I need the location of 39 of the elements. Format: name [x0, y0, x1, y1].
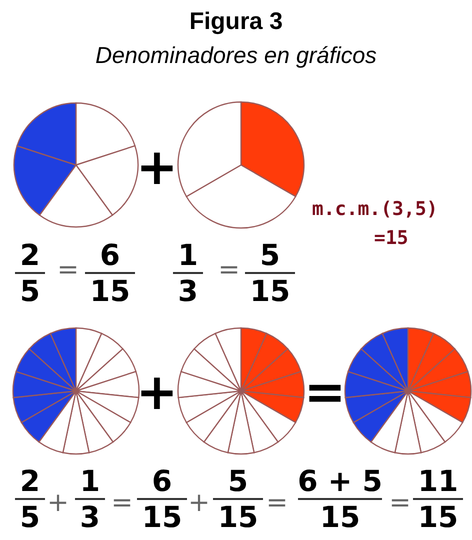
- denominator: 3: [80, 502, 100, 532]
- denominator: 15: [250, 276, 290, 306]
- numerator: 6: [152, 466, 172, 496]
- operator-sign: +: [136, 142, 178, 192]
- pie-drawing: [343, 326, 472, 456]
- operator-sign: =: [266, 490, 288, 516]
- denominator: 5: [20, 276, 40, 306]
- numerator: 1: [178, 240, 198, 270]
- numerator: 2: [20, 466, 40, 496]
- denominator: 15: [418, 502, 458, 532]
- denominator: 15: [142, 502, 182, 532]
- numerator: 5: [228, 466, 248, 496]
- denominator: 5: [20, 502, 40, 532]
- numerator: 6 + 5: [298, 466, 382, 496]
- operator-sign: +: [47, 490, 69, 516]
- figure-title: Figura 3: [189, 7, 283, 37]
- denominator: 15: [90, 276, 130, 306]
- figure-subtitle: Denominadores en gráficos: [95, 41, 377, 70]
- pie-drawing: [12, 101, 140, 229]
- pie-drawing: [11, 326, 141, 456]
- operator-sign: =: [57, 257, 79, 283]
- denominator: 15: [218, 502, 258, 532]
- operator-sign: =: [304, 367, 346, 417]
- numerator: 6: [100, 240, 120, 270]
- denominator: 3: [178, 276, 198, 306]
- lcm-value: =15: [374, 229, 408, 248]
- pie-drawing: [176, 326, 306, 456]
- numerator: 2: [20, 240, 40, 270]
- operator-sign: =: [218, 257, 240, 283]
- operator-sign: =: [389, 490, 411, 516]
- operator-sign: =: [111, 490, 133, 516]
- denominator: 15: [320, 502, 360, 532]
- pie-drawing: [176, 100, 306, 230]
- operator-sign: +: [136, 367, 178, 417]
- numerator: 1: [80, 466, 100, 496]
- lcm-label: m.c.m.(3,5): [312, 200, 438, 219]
- operator-sign: +: [188, 490, 210, 516]
- numerator: 11: [418, 466, 458, 496]
- numerator: 5: [260, 240, 280, 270]
